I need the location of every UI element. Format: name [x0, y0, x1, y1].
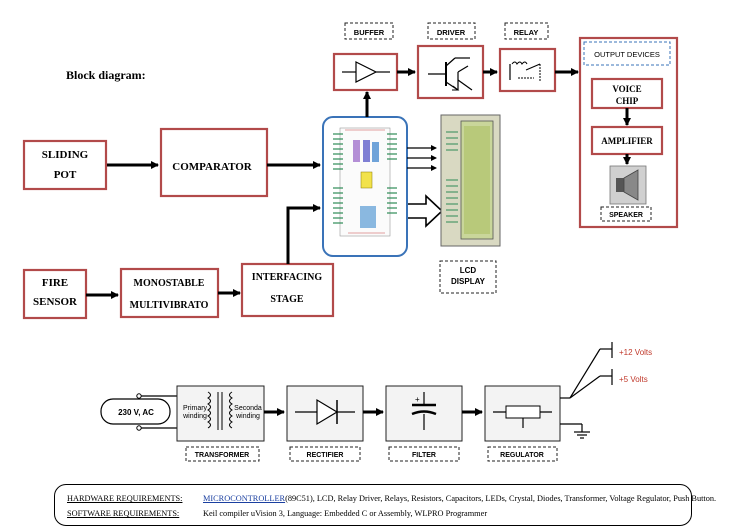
software-requirements-row: SOFTWARE REQUIREMENTS: Keil compiler uVis… [67, 509, 487, 518]
filter-label: FILTER [412, 452, 436, 459]
hardware-requirements-label: HARDWARE REQUIREMENTS: [67, 494, 183, 503]
rectifier-label: RECTIFIER [307, 452, 344, 459]
output-devices-block: OUTPUT DEVICES VOICE CHIP AMPLIFIER SPEA… [578, 36, 679, 229]
fire-sensor-label-2: SENSOR [33, 296, 78, 308]
sliding-pot-label-2: POT [54, 169, 77, 181]
arrow-interfacing-mcu [286, 204, 321, 264]
comparator-label: COMPARATOR [172, 161, 252, 173]
fire-sensor-block: FIRE SENSOR [22, 268, 88, 320]
relay-label: RELAY [514, 28, 539, 37]
interfacing-label-1: INTERFACING [252, 272, 323, 283]
secondary-winding-label-1: Seconda [234, 405, 262, 412]
comparator-block: COMPARATOR [159, 127, 269, 198]
diagram-title: Block diagram: [66, 68, 146, 82]
software-requirements-text: Keil compiler uVision 3, Language: Embed… [203, 509, 488, 518]
microcontroller-block [322, 116, 408, 257]
monostable-block: MONOSTABLE MULTIVIBRATO [119, 267, 220, 319]
lcd-label-1: LCD [460, 266, 477, 275]
buffer-label: BUFFER [354, 28, 385, 37]
primary-winding-label-2: winding [182, 413, 207, 420]
data-bus-arrow [408, 194, 444, 228]
lcd-label-2: DISPLAY [451, 277, 486, 286]
voice-chip-label-2: CHIP [616, 96, 639, 106]
output-devices-label: OUTPUT DEVICES [594, 50, 660, 59]
buffer-block: BUFFER [332, 22, 399, 92]
requirements-box: HARDWARE REQUIREMENTS: MICROCONTROLLER(89… [54, 484, 716, 526]
hardware-requirements-text: (89C51), LCD, Relay Driver, Relays, Resi… [285, 494, 717, 503]
transformer-label: TRANSFORMER [195, 452, 249, 459]
filter-plus-sign: + [415, 395, 420, 404]
monostable-label-2: MULTIVIBRATO [130, 300, 209, 311]
sliding-pot-label-1: SLIDING [42, 149, 89, 161]
speaker-label: SPEAKER [609, 212, 643, 219]
relay-block: RELAY [498, 22, 557, 93]
software-requirements-label: SOFTWARE REQUIREMENTS: [67, 509, 180, 518]
monostable-label-1: MONOSTABLE [134, 278, 205, 289]
hardware-requirements-row: HARDWARE REQUIREMENTS: MICROCONTROLLER(89… [67, 494, 716, 503]
regulator-label: REGULATOR [500, 452, 544, 459]
driver-label: DRIVER [437, 28, 466, 37]
secondary-winding-label-2: winding [235, 413, 260, 420]
lcd-display-label: LCD DISPLAY [439, 260, 497, 294]
lcd-module [440, 114, 501, 247]
interfacing-block: INTERFACING STAGE [240, 262, 335, 318]
driver-block: DRIVER [416, 22, 485, 100]
voice-chip-label-1: VOICE [612, 84, 641, 94]
fire-sensor-label-1: FIRE [42, 277, 68, 289]
ac-input [100, 398, 171, 425]
power-supply: 230 V, AC Primary winding Seconda windin… [100, 342, 652, 462]
primary-winding-label-1: Primary [183, 405, 208, 412]
plus-12-volts-label: +12 Volts [619, 348, 652, 357]
sliding-pot-block: SLIDING POT [22, 139, 108, 191]
plus-5-volts-label: +5 Volts [619, 375, 648, 384]
microcontroller-link[interactable]: MICROCONTROLLER [203, 494, 286, 503]
ac-input-label: 230 V, AC [118, 408, 154, 417]
interfacing-label-2: STAGE [270, 294, 303, 305]
amplifier-label: AMPLIFIER [601, 136, 653, 146]
